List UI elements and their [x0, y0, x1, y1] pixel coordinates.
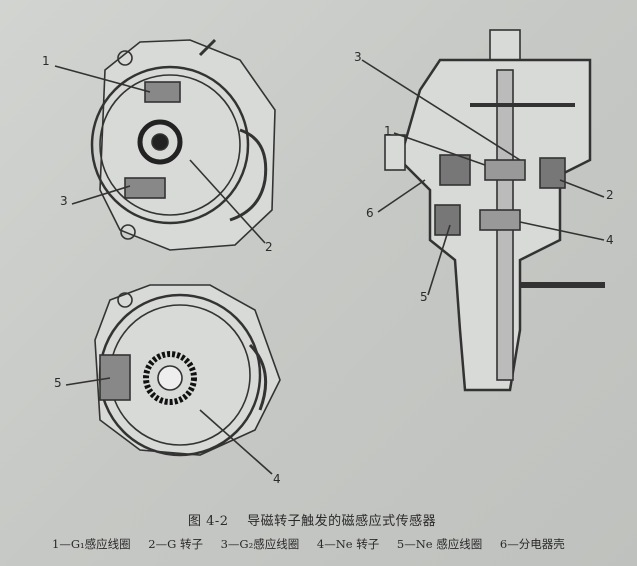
- g-sensor-top-view: [90, 38, 276, 251]
- leader-line: [393, 132, 486, 166]
- distributor-cross-section: [384, 29, 605, 392]
- figure-legend: 1—G₁感应线圈 2—G 转子 3—G₂感应线圈 4—Ne 转子 5—Ne 感应…: [52, 536, 579, 552]
- figure-caption: 图 4-2 导磁转子触发的磁感应式传感器: [188, 510, 436, 529]
- callout-6: 6: [366, 206, 374, 220]
- callout-1: 1: [384, 124, 392, 138]
- legend-item: 2—G 转子: [148, 537, 203, 551]
- legend-item: 3—G₂感应线圈: [220, 537, 300, 551]
- callout-2: 2: [265, 240, 273, 254]
- callout-4: 4: [606, 233, 614, 247]
- legend-item: 4—Ne 转子: [316, 537, 380, 551]
- leader-line: [559, 179, 605, 198]
- leader-line: [65, 377, 111, 386]
- legend-item: 6—分电器壳: [499, 537, 565, 551]
- leader-line: [71, 185, 131, 205]
- leader-line: [377, 179, 426, 213]
- leader-line: [427, 224, 451, 296]
- ne-sensor-bottom-view: [94, 284, 281, 457]
- leader-line: [361, 59, 521, 161]
- leader-line: [519, 221, 605, 241]
- leader-line: [189, 159, 266, 244]
- leader-line: [54, 65, 151, 93]
- callout-2: 2: [606, 188, 614, 202]
- figure-title: 导磁转子触发的磁感应式传感器: [247, 514, 437, 529]
- leader-line: [199, 409, 273, 475]
- callout-5: 5: [420, 290, 428, 304]
- callout-5: 5: [54, 376, 62, 390]
- callout-4: 4: [273, 472, 281, 486]
- figure-number: 图 4-2: [188, 514, 229, 529]
- legend-item: 1—G₁感应线圈: [52, 537, 131, 551]
- callout-1: 1: [42, 54, 50, 68]
- legend-item: 5—Ne 感应线圈: [396, 537, 483, 551]
- callout-3: 3: [60, 194, 68, 208]
- callout-3: 3: [354, 50, 362, 64]
